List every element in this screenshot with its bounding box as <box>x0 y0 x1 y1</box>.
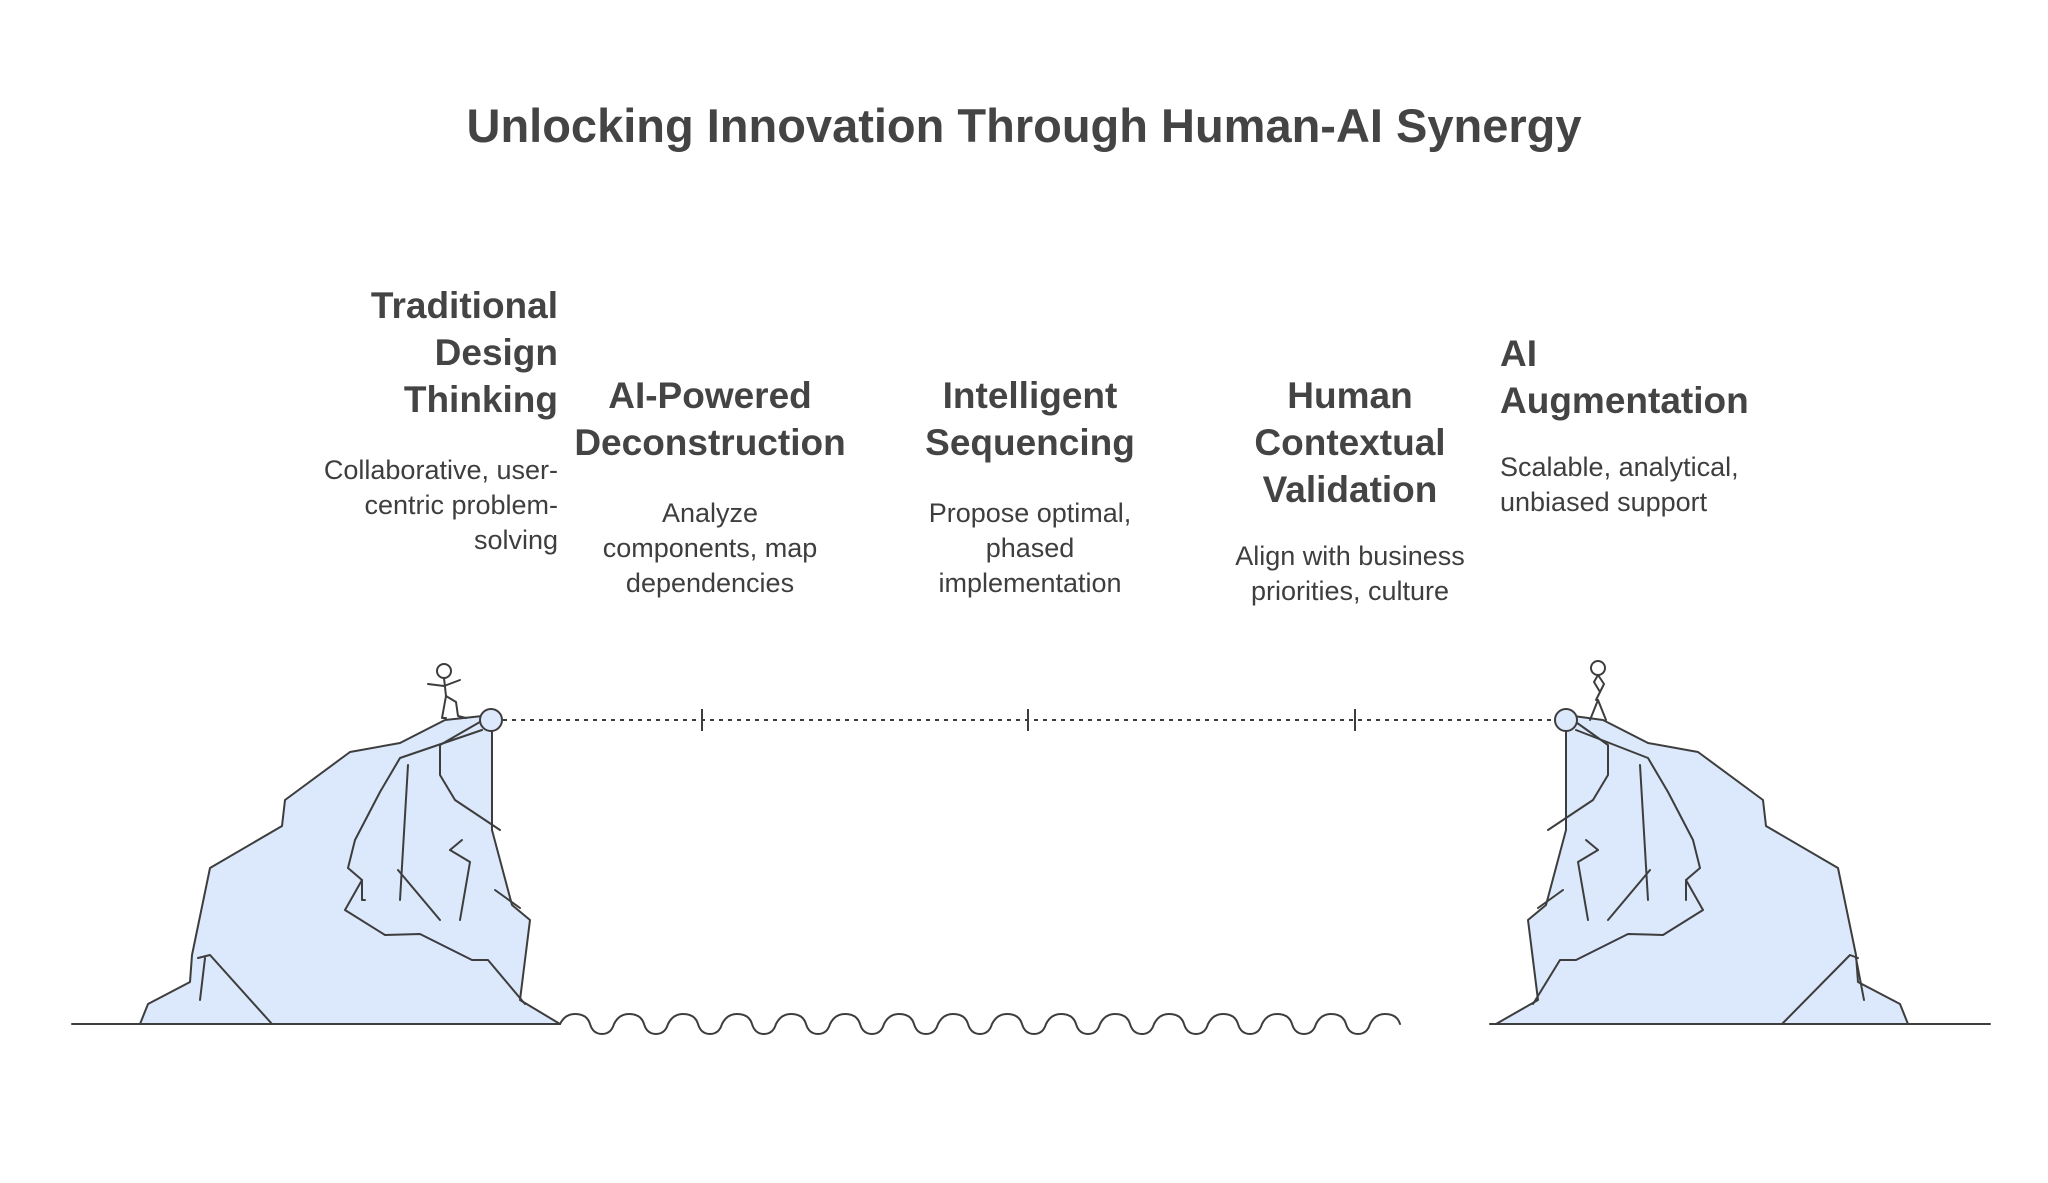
stage-heading-line: Intelligent <box>942 375 1118 416</box>
stage-heading: Intelligent Sequencing <box>880 372 1180 466</box>
stage-ai-augmentation: AI Augmentation Scalable, analytical, un… <box>1500 330 1820 520</box>
anchor-circle-left <box>479 708 503 732</box>
stage-description-line: Align with business <box>1235 541 1465 571</box>
stage-description: Collaborative, user- centric problem- so… <box>280 453 558 558</box>
stage-heading-line: AI-Powered <box>608 375 812 416</box>
stage-ai-powered-deconstruction: AI-Powered Deconstruction Analyze compon… <box>550 372 870 601</box>
stage-heading-line: Traditional <box>370 285 558 326</box>
stage-heading-line: Augmentation <box>1500 380 1749 421</box>
stage-heading-line: Deconstruction <box>574 422 846 463</box>
stage-description-line: Propose optimal, <box>928 498 1132 528</box>
running-person-icon <box>427 663 467 719</box>
stage-heading-line: Design <box>434 332 558 373</box>
stage-description: Align with business priorities, culture <box>1200 539 1500 609</box>
stage-description-line: dependencies <box>625 568 795 598</box>
stage-description-line: Scalable, analytical, <box>1500 452 1739 482</box>
stage-description-line: centric problem- <box>364 490 558 520</box>
stage-heading: AI-Powered Deconstruction <box>550 372 870 466</box>
anchor-circle-right <box>1554 708 1578 732</box>
diagram-title: Unlocking Innovation Through Human-AI Sy… <box>466 99 1582 152</box>
right-cliff <box>1495 714 1909 1025</box>
standing-person-icon <box>1589 660 1607 721</box>
stage-heading: AI Augmentation <box>1500 330 1820 424</box>
stage-description-line: Collaborative, user- <box>323 455 558 485</box>
stage-heading-line: Validation <box>1262 469 1438 510</box>
stage-description-line: unbiased support <box>1500 487 1708 517</box>
stage-description-line: components, map <box>602 533 818 563</box>
stage-heading: Human Contextual Validation <box>1200 372 1500 513</box>
stage-heading-line: Human <box>1287 375 1413 416</box>
left-cliff <box>139 714 561 1025</box>
stage-description: Propose optimal, phased implementation <box>880 496 1180 601</box>
stage-heading-line: Sequencing <box>925 422 1135 463</box>
stage-heading-line: Contextual <box>1254 422 1446 463</box>
stage-description-line: solving <box>473 525 558 555</box>
stage-heading-line: AI <box>1500 333 1537 374</box>
stage-heading-line: Thinking <box>403 379 558 420</box>
stage-intelligent-sequencing: Intelligent Sequencing Propose optimal, … <box>880 372 1180 601</box>
stage-description-line: priorities, culture <box>1250 576 1450 606</box>
stage-description-line: implementation <box>938 568 1122 598</box>
stage-human-contextual-validation: Human Contextual Validation Align with b… <box>1200 372 1500 609</box>
stage-description-line: Analyze <box>661 498 759 528</box>
stage-description-line: phased <box>985 533 1075 563</box>
stage-description: Scalable, analytical, unbiased support <box>1500 450 1820 520</box>
bridge-path <box>503 709 1554 731</box>
stage-traditional-design-thinking: Traditional Design Thinking Collaborativ… <box>280 282 558 558</box>
stage-heading: Traditional Design Thinking <box>280 282 558 423</box>
water-waves <box>559 1013 1401 1035</box>
stage-description: Analyze components, map dependencies <box>550 496 870 601</box>
